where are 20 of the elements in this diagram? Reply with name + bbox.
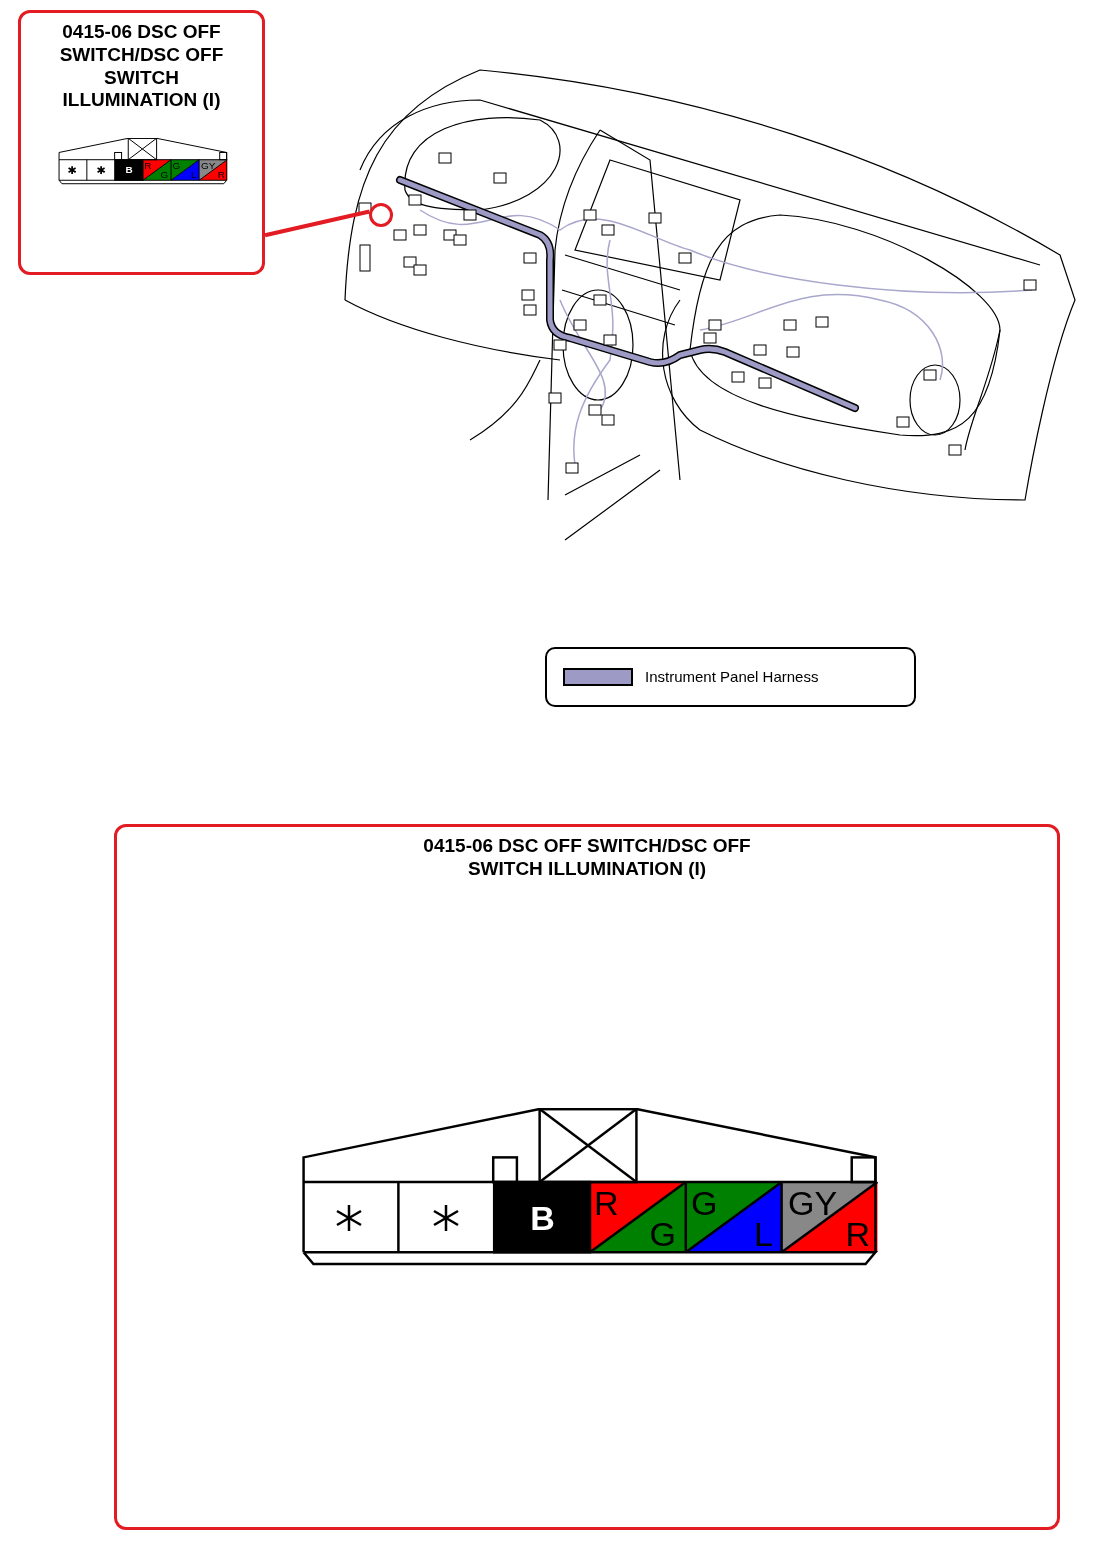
legend-text: Instrument Panel Harness: [645, 666, 819, 687]
wire-color-code: R: [144, 160, 152, 171]
wire-color-code: L: [754, 1217, 773, 1251]
callout-panel: [114, 824, 1060, 1530]
wire-color-code: R: [845, 1217, 870, 1251]
wire-color-code: G: [649, 1217, 676, 1251]
wire-color-code: G: [172, 160, 181, 171]
wire-color-code: G: [691, 1186, 718, 1220]
wire-color-code: GY: [788, 1186, 838, 1220]
wire-color-code: B: [530, 1201, 555, 1235]
connector-title: 0415-06 DSC OFF SWITCH/DSC OFF SWITCH ILLUMINATION (I): [58, 21, 225, 113]
wire-color-code: B: [125, 165, 133, 176]
connector-title: 0415-06 DSC OFF SWITCH/DSC OFF SWITCH ILLUMINATION (I): [422, 835, 752, 881]
wire-color-code: GY: [201, 160, 216, 171]
leader-line: [264, 209, 370, 238]
wire-color-code: G: [160, 169, 169, 180]
wire-color-code: R: [594, 1186, 619, 1220]
wire-color-code: L: [191, 169, 197, 180]
callout-panel: [18, 10, 265, 275]
wire-color-code: R: [217, 169, 226, 180]
